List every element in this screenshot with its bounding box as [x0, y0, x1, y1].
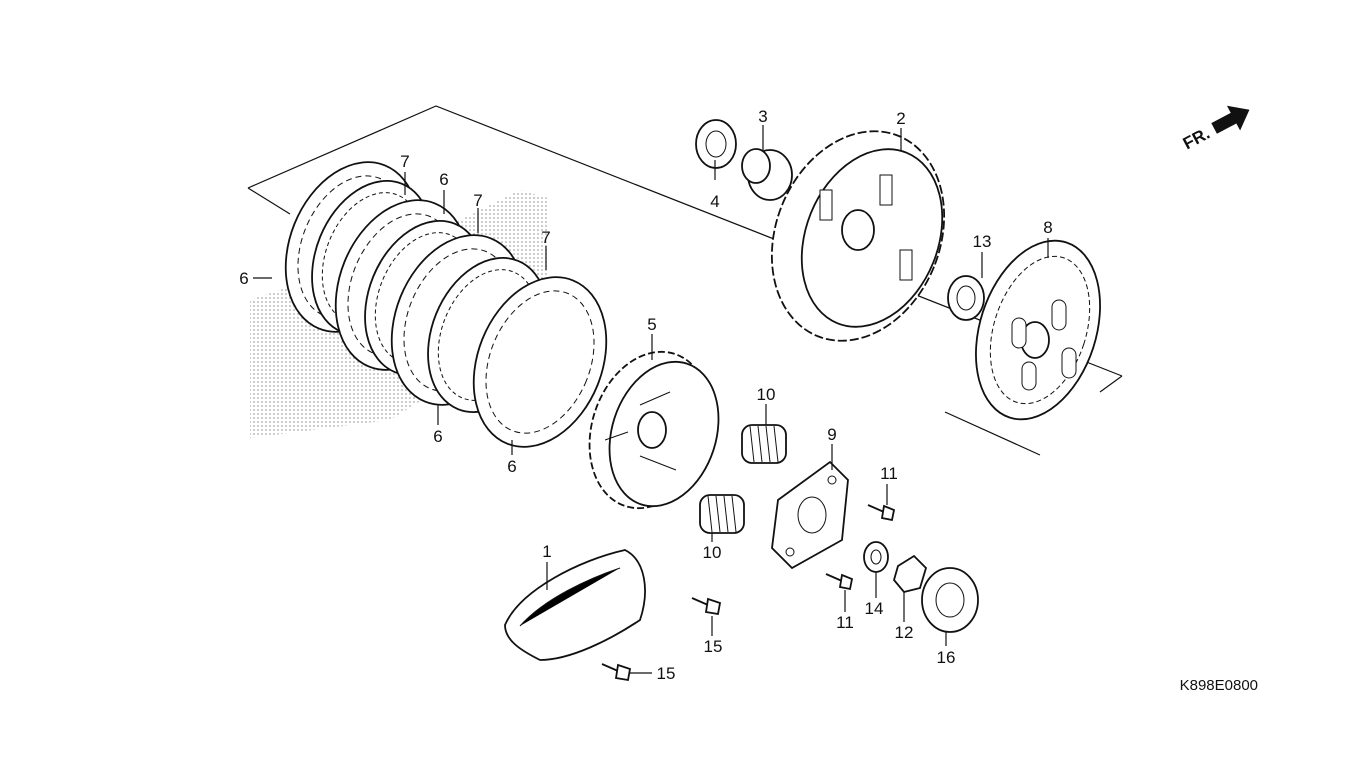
callout-11: 11: [836, 613, 854, 632]
callout-16: 16: [937, 648, 956, 667]
callout-11: 11: [880, 464, 898, 483]
direction-arrow-icon: [1211, 105, 1250, 134]
callout-4: 4: [710, 192, 719, 211]
flange-bolt: [825, 573, 854, 591]
callout-3: 3: [758, 107, 767, 126]
callout-6: 6: [239, 269, 248, 288]
clutch-cover: [504, 549, 646, 661]
lock-washer: [863, 541, 889, 573]
cover-bolt: [601, 663, 632, 682]
clutch-spring: [741, 424, 787, 464]
leader-lines: [253, 125, 1049, 674]
callout-2: 2: [896, 109, 905, 128]
lock-nut: [893, 554, 928, 594]
callout-10: 10: [703, 543, 722, 562]
callout-5: 5: [647, 315, 656, 334]
lifter-plate: [771, 460, 849, 570]
callout-6: 6: [439, 170, 448, 189]
front-direction-label: FR.: [1180, 124, 1213, 154]
callout-labels: 1 2 3 4 5 6 6 6 6 6 7 7 7 8 9 10 10 11 1…: [239, 107, 1052, 683]
thrust-washer: [947, 275, 985, 321]
ball-bearing: [921, 567, 979, 633]
callout-6: 6: [507, 457, 516, 476]
callout-12: 12: [895, 623, 914, 642]
seal-ring: [695, 119, 737, 169]
callout-7: 7: [400, 152, 409, 171]
callout-8: 8: [1043, 218, 1052, 237]
callout-7: 7: [473, 191, 482, 210]
callout-1: 1: [542, 542, 551, 561]
clutch-plate-stack: [284, 161, 608, 448]
callout-7: 7: [541, 228, 550, 247]
callout-13: 13: [973, 232, 992, 251]
clutch-spring: [699, 494, 745, 534]
callout-9: 9: [827, 425, 836, 444]
pressure-plate: [975, 239, 1101, 421]
bushing: [741, 148, 793, 201]
friction-disc: [472, 276, 608, 448]
cover-bolt: [691, 597, 722, 616]
callout-15: 15: [704, 637, 723, 656]
drawing-code: K898E0800: [1180, 677, 1258, 694]
clutch-center: [588, 350, 720, 510]
callout-10: 10: [757, 385, 776, 404]
callout-14: 14: [865, 599, 884, 618]
clutch-outer-housing: [770, 130, 946, 342]
front-direction-indicator: FR.: [1180, 105, 1250, 154]
callout-15: 15: [657, 664, 676, 683]
callout-6: 6: [433, 427, 442, 446]
flange-bolt: [867, 504, 896, 522]
